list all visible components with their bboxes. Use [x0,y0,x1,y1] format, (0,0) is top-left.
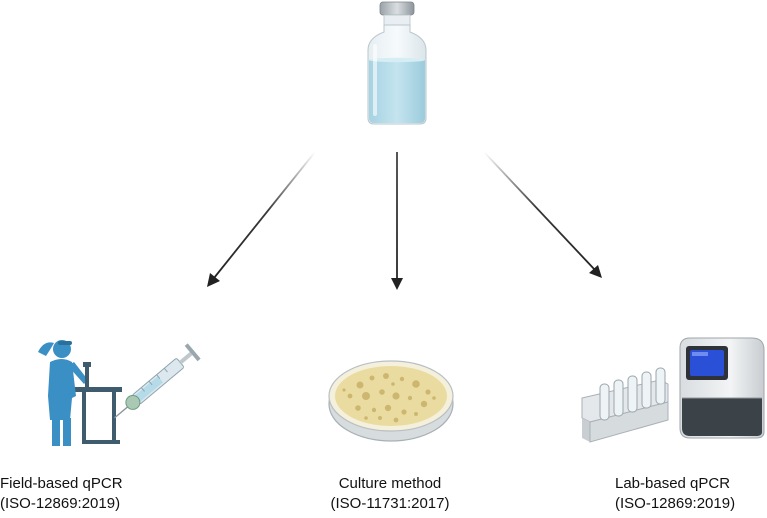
lab-based-qpcr-label: Lab-based qPCR (ISO-12869:2019) [615,474,767,514]
water-sample-vial-icon [367,1,427,125]
culture-method-standard: (ISO-11731:2017) [330,495,450,512]
arrow-to-lab-qpcr [483,151,602,278]
qpcr-instrument-icon [581,337,765,443]
lab-based-qpcr-standard: (ISO-12869:2019) [615,495,736,512]
field-based-qpcr-name: Field-based qPCR [0,475,123,492]
field-based-qpcr-label: Field-based qPCR (ISO-12869:2019) [0,474,150,514]
lab-based-qpcr-name: Lab-based qPCR [615,475,731,492]
arrow-to-field-qpcr [207,151,316,287]
scientist-with-syringe-icon [38,340,201,446]
petri-dish-icon [328,360,454,442]
arrow-to-culture-method [391,152,403,290]
culture-method-label: Culture method (ISO-11731:2017) [305,474,475,514]
field-based-qpcr-standard: (ISO-12869:2019) [0,495,121,512]
culture-method-name: Culture method [338,475,442,492]
